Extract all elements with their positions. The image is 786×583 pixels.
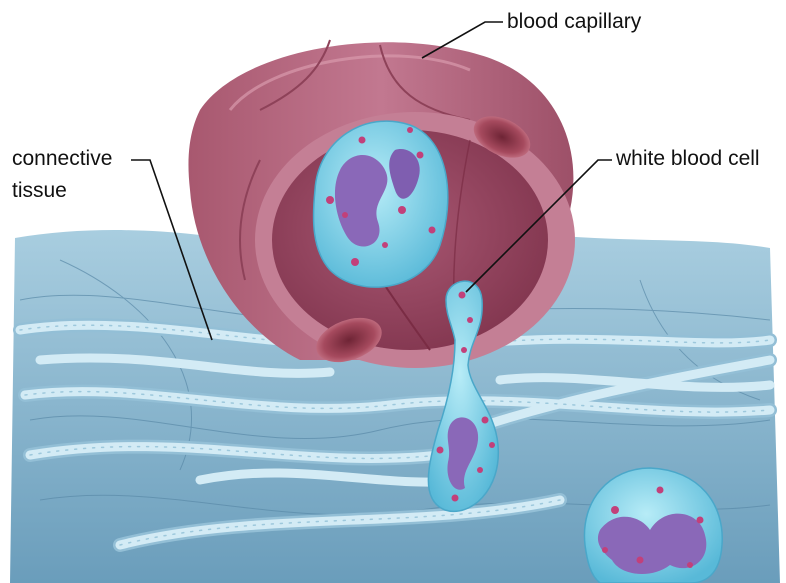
label-white-blood-cell: white blood cell <box>616 146 760 172</box>
label-tissue: tissue <box>12 178 67 204</box>
label-blood-capillary: blood capillary <box>507 9 641 35</box>
label-connective: connective <box>12 146 112 172</box>
white-blood-cell-in-capillary <box>314 121 448 287</box>
